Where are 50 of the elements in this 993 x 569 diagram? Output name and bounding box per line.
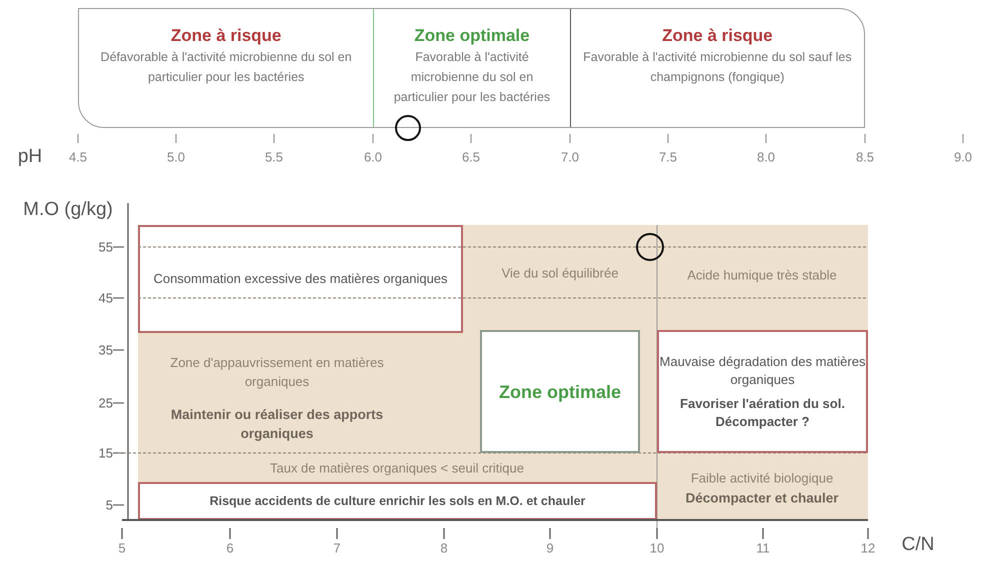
- zone-description: Favorable à l'activité microbienne du sol sauf les champignons (fongique): [582, 49, 853, 86]
- tick-label: 5: [104, 498, 113, 512]
- tick-label: 10: [648, 540, 666, 556]
- tick-label: 7.5: [658, 150, 678, 164]
- axis-title: M.O (g/kg): [22, 199, 114, 221]
- zone-title: Zone à risque: [170, 25, 282, 47]
- zone-title: Zone à risque: [661, 25, 774, 47]
- zone-description: Défavorable à l'activité microbienne du sol en particulier pour les bactéries: [100, 49, 353, 86]
- tick-label: 4.5: [68, 150, 88, 164]
- tick-label: 5.0: [166, 150, 186, 164]
- tick-label: 6: [225, 540, 235, 556]
- zone-text: Risque accidents de culture enrichir les sols en M.O. et chauler: [210, 494, 586, 508]
- zone-label: Maintenir ou réaliser des apports organiques: [170, 406, 384, 443]
- tick-label: 8.5: [854, 150, 876, 164]
- tick-label: 5.5: [264, 150, 284, 164]
- tick-label: 7.0: [560, 150, 580, 164]
- tick-label: 8.0: [756, 150, 776, 164]
- zone-text: Favoriser l'aération du sol. Décompacter ?: [679, 394, 846, 430]
- tick-label: 11: [755, 540, 771, 556]
- zone-label: Zone d'appauvrissement en matières organiques: [169, 354, 385, 391]
- zone-label: Acide humique très stable: [686, 266, 838, 284]
- zone-text: Mauvaise dégradation des matières organiques: [659, 352, 866, 388]
- tick-label: 9.0: [952, 150, 974, 164]
- axis-title: C/N: [900, 534, 936, 556]
- tick-label: 8: [439, 540, 449, 556]
- tick-label: 9: [545, 540, 555, 556]
- zone-label: Faible activité biologique: [690, 470, 834, 488]
- zone-box: [657, 330, 868, 453]
- zone-title: Zone optimale: [413, 25, 531, 47]
- tick-label: 5: [117, 540, 127, 556]
- zone-label: Décompacter et chauler: [684, 490, 840, 508]
- zone-box: [138, 482, 657, 520]
- zone-description: Favorable à l'activité microbienne du sol en particulier pour les bactéries: [392, 49, 552, 106]
- tick-label: 6.0: [362, 150, 384, 164]
- tick-label: 12: [860, 540, 876, 556]
- zone-text: Zone optimale: [498, 382, 621, 400]
- zone-text: Consommation excessive des matières organiques: [153, 270, 448, 288]
- tick-label: 45: [98, 290, 113, 306]
- tick-label: 7: [332, 540, 342, 556]
- tick-label: 55: [98, 240, 113, 254]
- zone-label: Vie du sol équilibrée: [500, 264, 620, 282]
- zone-box: [480, 330, 640, 453]
- tick-label: 25: [98, 396, 113, 410]
- tick-label: 6.5: [460, 150, 482, 164]
- zone-box: [138, 225, 463, 333]
- tick-label: 15: [98, 446, 113, 460]
- zone-label: Taux de matières organiques < seuil critique: [268, 460, 525, 478]
- zone-band: [78, 8, 865, 128]
- tick-label: 35: [98, 342, 113, 358]
- axis-title: pH: [16, 146, 44, 168]
